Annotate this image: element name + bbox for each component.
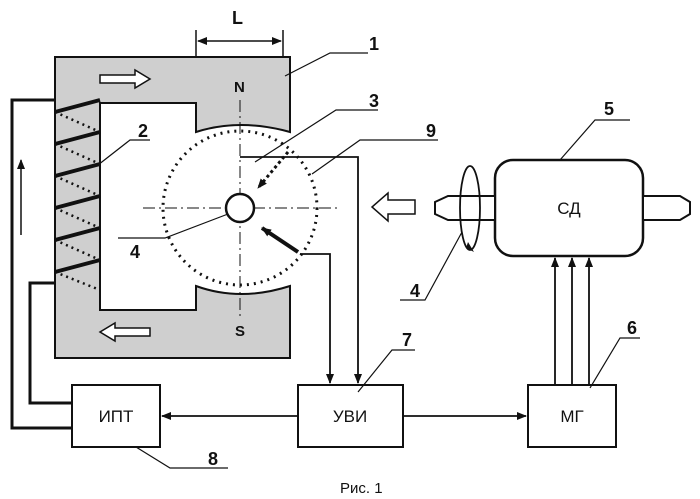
block-uvi-label: УВИ [333, 407, 367, 426]
block-mg-label: МГ [560, 407, 583, 426]
callout-4-right: 4 [410, 281, 420, 301]
callout-3: 3 [369, 91, 379, 111]
hollow-direction-arrow [372, 193, 415, 221]
callout-1: 1 [369, 34, 379, 54]
callout-7: 7 [402, 330, 412, 350]
callout-2: 2 [138, 121, 148, 141]
south-pole-label: S [235, 323, 245, 340]
callout-5: 5 [604, 99, 614, 119]
signal-line-2 [300, 254, 330, 383]
motor-shaft-right [643, 196, 690, 220]
callout-6: 6 [627, 318, 637, 338]
dimension-l [196, 30, 283, 56]
motor-shaft-left [435, 196, 495, 220]
shaft-circle [226, 194, 254, 222]
block-ipt-label: ИПТ [99, 407, 134, 426]
block-sd-label: СД [557, 199, 581, 218]
callout-8: 8 [208, 449, 218, 469]
dimension-l-label: L [232, 8, 243, 28]
solid-pointer-arrow [262, 228, 298, 252]
callout-9: 9 [426, 121, 436, 141]
callout-4-left: 4 [130, 242, 140, 262]
north-pole-label: N [234, 79, 245, 96]
figure-caption: Рис. 1 [340, 480, 383, 497]
